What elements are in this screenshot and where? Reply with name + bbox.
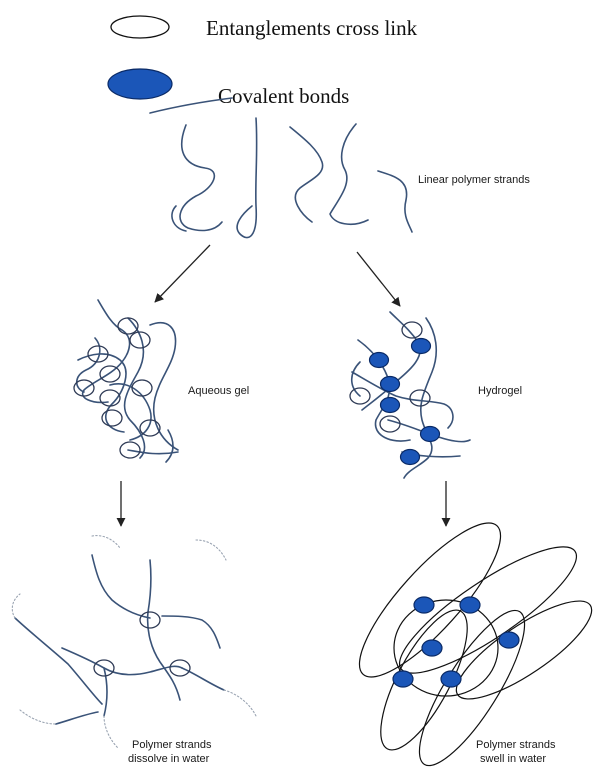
covalent-node (381, 398, 400, 413)
swollen-network (341, 506, 600, 767)
legend: Entanglements cross link Covalent bonds (108, 16, 418, 108)
swollen-loop (364, 599, 483, 761)
covalent-node (370, 353, 389, 368)
covalent-node (499, 632, 519, 648)
label-swell-line1: Polymer strands (476, 739, 556, 751)
entanglement-node (140, 612, 160, 628)
label-dissolve-line1: Polymer strands (132, 739, 212, 751)
covalent-node (401, 450, 420, 465)
covalent-node (422, 640, 442, 656)
label-aqueous-gel: Aqueous gel (188, 385, 249, 397)
dissolved-strands (12, 536, 256, 748)
entanglement-legend-label: Entanglements cross link (206, 16, 418, 40)
covalent-node (441, 671, 461, 687)
covalent-node (414, 597, 434, 613)
linear-polymer-strands (150, 98, 412, 238)
covalent-legend-label: Covalent bonds (218, 84, 349, 108)
covalent-node (460, 597, 480, 613)
covalent-node (421, 427, 440, 442)
arrow-to-aqueous-gel (155, 245, 210, 302)
entanglement-node (410, 390, 430, 406)
entanglement-node (380, 416, 400, 432)
entanglement-node (74, 380, 94, 396)
label-dissolve-line2: dissolve in water (128, 753, 210, 765)
aqueous-gel (77, 300, 178, 462)
label-hydrogel: Hydrogel (478, 385, 522, 397)
covalent-legend-symbol (108, 69, 172, 99)
covalent-node (381, 377, 400, 392)
entanglement-node (402, 322, 422, 338)
entanglement-legend-symbol (111, 16, 169, 38)
covalent-node (412, 339, 431, 354)
label-linear-polymer-strands: Linear polymer strands (418, 174, 530, 186)
entanglement-node (132, 380, 152, 396)
label-swell-line2: swell in water (480, 753, 546, 765)
covalent-node (393, 671, 413, 687)
entanglement-node (100, 366, 120, 382)
arrow-to-hydrogel (357, 252, 400, 306)
